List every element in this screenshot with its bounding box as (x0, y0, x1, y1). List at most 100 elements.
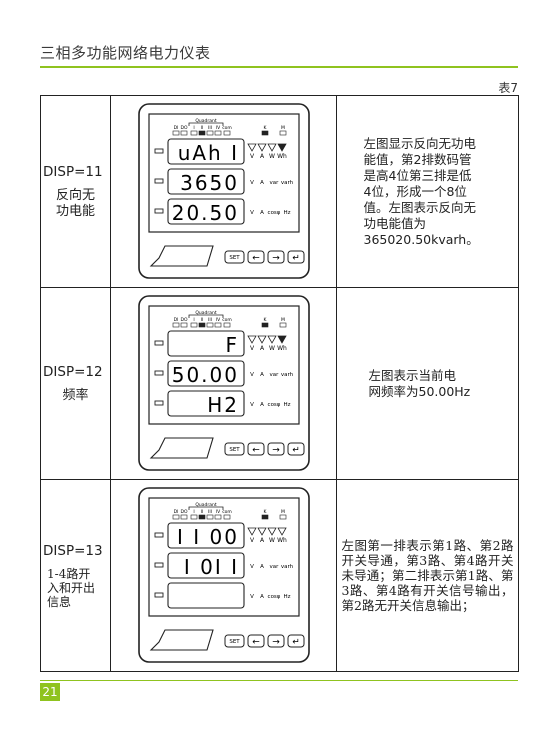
row-indicator (154, 532, 164, 538)
indicator-label: III (208, 317, 212, 323)
lcd-digit-box (167, 522, 245, 549)
indicator-box (172, 514, 180, 520)
unit-label: Wh (277, 153, 287, 160)
description-cell: 左图显示反向无功电 能值，第2排数码管 是高4位第三排是低 4位，形成一个8位 … (336, 95, 519, 288)
left-button[interactable] (247, 634, 265, 648)
unit-label: A (260, 210, 264, 216)
indicator-box (261, 514, 269, 520)
lcd-digit-box (167, 390, 245, 417)
set-button-label: SET (229, 639, 240, 645)
indicator-label: III (208, 125, 212, 131)
left-button-label: ← (252, 254, 260, 264)
indicator-box (198, 322, 206, 328)
indicator-box (223, 514, 231, 520)
label-slot (149, 245, 214, 267)
unit-label: varh (281, 372, 294, 378)
unit-label: A (260, 180, 264, 186)
unit-label: Wh (277, 345, 287, 352)
lcd-digits: uAh I (178, 141, 239, 165)
unit-label: cosφ (268, 210, 281, 216)
right-button-label: → (272, 638, 280, 648)
indicator-label: III (208, 509, 212, 515)
disp-code: DISP=13 (43, 542, 103, 559)
header-title: 三相多功能网络电力仪表 (40, 44, 211, 62)
right-button-label: → (272, 254, 280, 264)
unit-label: W (269, 153, 275, 160)
unit-label: V (250, 402, 254, 408)
indicator-box (214, 514, 222, 520)
m-label: M (281, 125, 285, 131)
indicator-label: DI (174, 317, 179, 323)
set-button[interactable] (224, 634, 245, 648)
enter-button[interactable] (287, 250, 305, 264)
indicator-boxes (172, 130, 287, 136)
right-button[interactable] (267, 634, 285, 648)
indicator-label: I (193, 317, 194, 323)
right-button[interactable] (267, 250, 285, 264)
indicator-box (206, 514, 214, 520)
unit-label: A (260, 153, 265, 160)
unit-label: A (260, 402, 264, 408)
unit-label: Hz (283, 210, 290, 216)
indicator-box (279, 130, 287, 136)
unit-label: A (260, 345, 265, 352)
row-indicator (154, 340, 164, 346)
left-button[interactable] (247, 442, 265, 456)
enter-button[interactable] (287, 442, 305, 456)
description-cell: 左图表示当前电 网频率为50.00Hz (336, 287, 519, 480)
indicator-box (180, 514, 188, 520)
label-slot (149, 629, 214, 651)
description-text: 左图表示当前电 网频率为50.00Hz (368, 367, 471, 399)
indicator-box (223, 130, 231, 136)
indicator-box (198, 514, 206, 520)
indicator-box (172, 322, 180, 328)
direction-triangle (267, 527, 277, 536)
button-group: SET←→↵ (224, 250, 305, 264)
row-label-cell: DISP=13 1-4路开 入和开出 信息 (40, 479, 111, 672)
disp-name: 频率 (62, 387, 89, 403)
enter-button-label: ↵ (292, 638, 300, 648)
lcd-digit-box (167, 198, 245, 225)
lcd-digits: F (225, 333, 239, 357)
indicator-label: DO (180, 509, 187, 515)
indicator-label: I (193, 125, 194, 131)
unit-label: V (250, 537, 255, 544)
set-button[interactable] (224, 250, 245, 264)
direction-triangle (257, 143, 267, 152)
right-button[interactable] (267, 442, 285, 456)
indicator-box (190, 130, 198, 136)
direction-triangle (247, 527, 257, 536)
indicator-label: DI (174, 509, 179, 515)
left-button-label: ← (252, 446, 260, 456)
unit-label: V (250, 153, 255, 160)
button-group: SET←→↵ (224, 442, 305, 456)
row-indicator (154, 370, 164, 376)
unit-label: A (260, 372, 264, 378)
indicator-box (261, 130, 269, 136)
row-label-cell: DISP=11 反向无 功电能 (40, 95, 111, 288)
unit-label: var (270, 180, 280, 186)
indicator-label: II (201, 509, 204, 515)
unit-label: A (260, 594, 264, 600)
quadrant-label: Quadrant (195, 118, 216, 124)
footer-divider (40, 680, 518, 681)
unit-label: Wh (277, 537, 287, 544)
unit-label: Hz (283, 402, 290, 408)
row-indicator (154, 592, 164, 598)
header-divider (40, 66, 518, 68)
k-label: K (264, 509, 268, 515)
indicator-label: DI (174, 125, 179, 131)
row-indicator (154, 148, 164, 154)
indicator-label: com (222, 126, 232, 131)
enter-button[interactable] (287, 634, 305, 648)
left-button[interactable] (247, 250, 265, 264)
set-button[interactable] (224, 442, 245, 456)
row-indicator (154, 178, 164, 184)
indicator-label: IV (216, 125, 221, 131)
